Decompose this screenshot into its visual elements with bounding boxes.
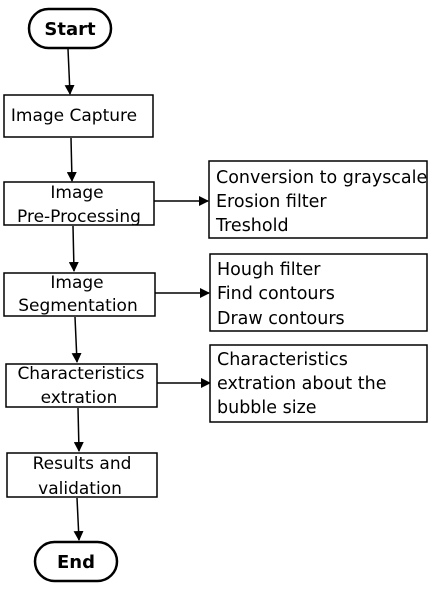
step-results-validation-line2: validation xyxy=(38,479,122,499)
note-preprocessing-line1: Conversion to grayscale xyxy=(216,168,427,188)
step-image-segmentation-line2: Segmentation xyxy=(18,296,137,316)
step-characteristics-extration: Characteristics extration xyxy=(5,363,158,408)
note-characteristics: Characteristics extration about the bubb… xyxy=(209,344,428,423)
step-results-validation-line1: Results and xyxy=(33,454,132,474)
step-image-segmentation: Image Segmentation xyxy=(3,272,156,317)
note-characteristics-line1: Characteristics xyxy=(217,350,348,370)
step-characteristics-extration-line2: extration xyxy=(41,388,118,408)
step-image-preprocessing-line1: Image xyxy=(50,183,103,203)
step-results-validation: Results and validation xyxy=(6,452,158,499)
start-label: Start xyxy=(44,19,96,40)
note-preprocessing-line2: Erosion filter xyxy=(216,192,327,212)
arrow-characteristics-to-results xyxy=(73,407,84,452)
arrow-preprocessing-to-segmentation xyxy=(68,225,79,272)
step-image-preprocessing-line2: Pre-Processing xyxy=(17,207,141,227)
note-preprocessing: Conversion to grayscale Erosion filter T… xyxy=(208,160,428,239)
step-image-preprocessing: Image Pre-Processing xyxy=(3,181,155,227)
end-terminal: End xyxy=(33,540,119,583)
note-segmentation-line1: Hough filter xyxy=(217,260,321,280)
end-label: End xyxy=(57,552,95,573)
note-segmentation-line3: Draw contours xyxy=(217,309,345,329)
note-segmentation: Hough filter Find contours Draw contours xyxy=(209,253,428,332)
arrow-results-to-end xyxy=(73,497,84,541)
arrow-start-to-capture xyxy=(64,48,75,95)
note-preprocessing-line3: Treshold xyxy=(215,216,289,236)
step-image-segmentation-line1: Image xyxy=(50,273,103,293)
step-image-capture: Image Capture xyxy=(3,94,154,138)
note-segmentation-line2: Find contours xyxy=(217,284,335,304)
arrow-segmentation-to-characteristics xyxy=(71,316,82,363)
step-characteristics-extration-line1: Characteristics xyxy=(17,364,144,384)
note-characteristics-line3: bubble size xyxy=(217,398,317,418)
step-image-capture-label: Image Capture xyxy=(11,106,137,126)
note-characteristics-line2: extration about the xyxy=(217,374,386,394)
start-terminal: Start xyxy=(27,7,113,50)
arrow-capture-to-preprocessing xyxy=(66,137,77,182)
